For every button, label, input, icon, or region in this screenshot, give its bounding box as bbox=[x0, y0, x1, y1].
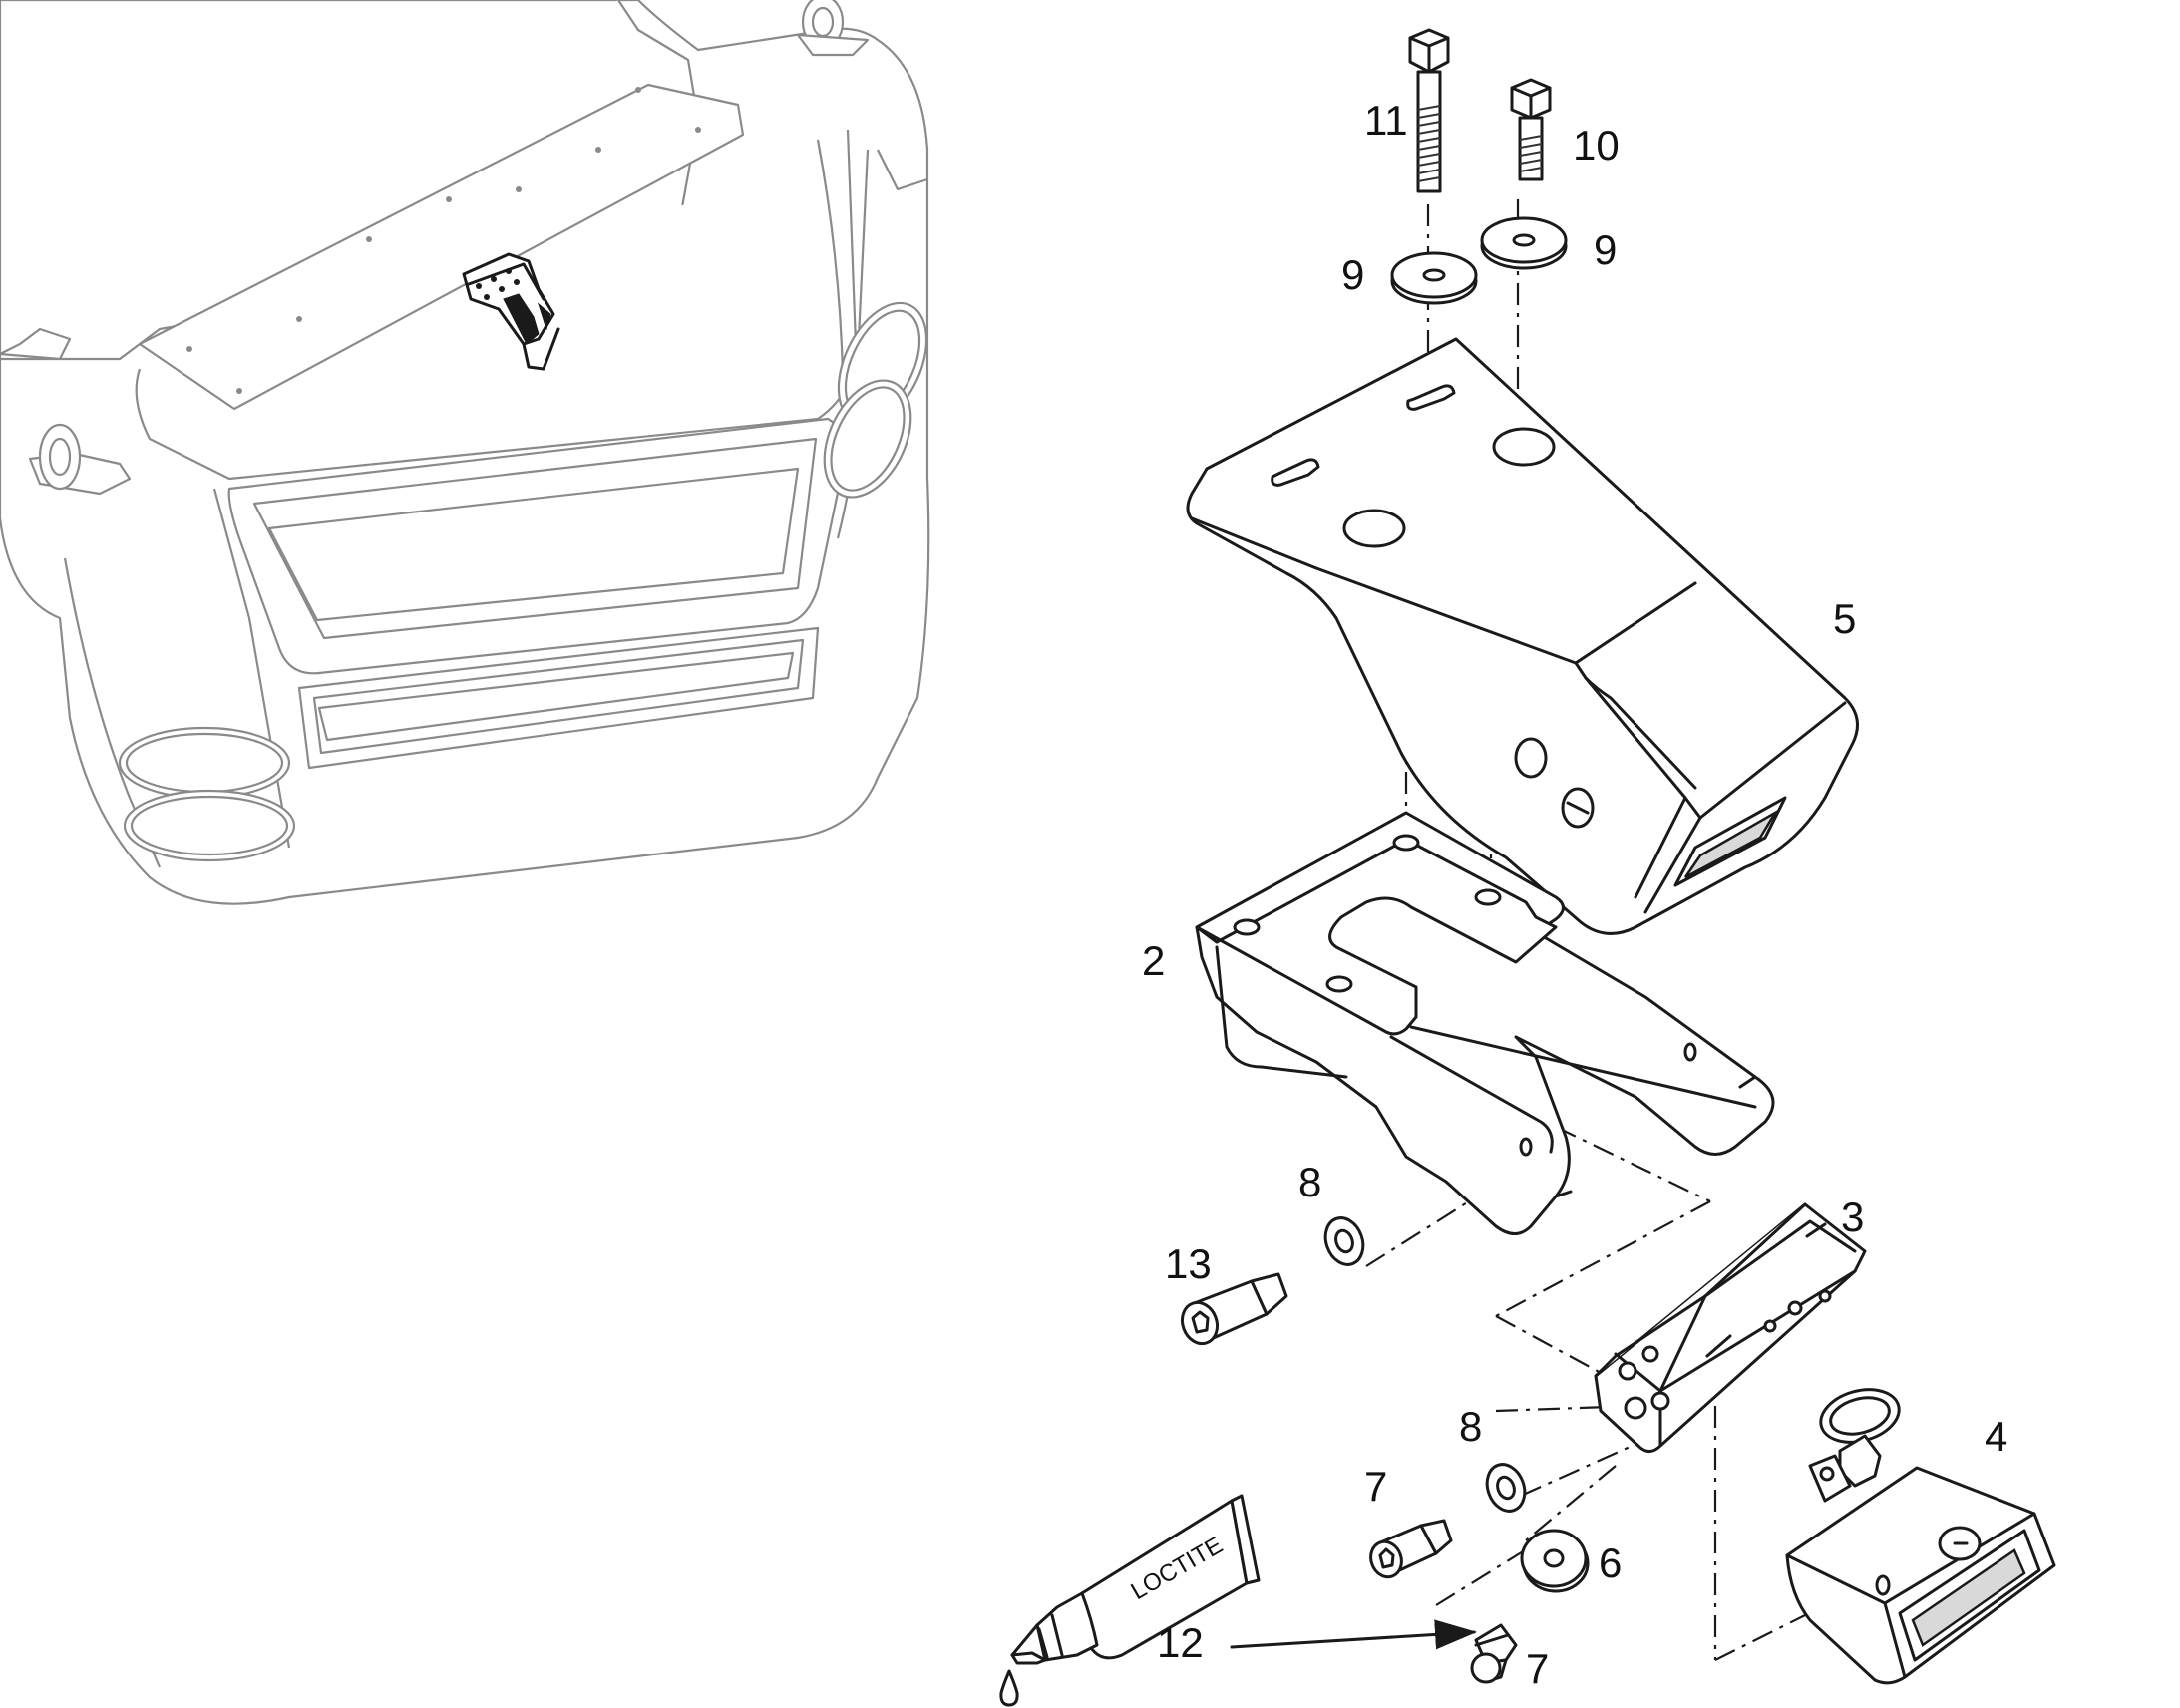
loctite-tube-12: LOCTITE bbox=[999, 1494, 1261, 1707]
droplet-icon bbox=[999, 1669, 1019, 1707]
mount-block-3 bbox=[1594, 1202, 1867, 1453]
washer-6 bbox=[1520, 1529, 1590, 1593]
hood-latch bbox=[462, 252, 560, 371]
washer-9-left bbox=[1390, 251, 1478, 305]
callout-7-upper: 7 bbox=[1364, 1463, 1387, 1510]
callout-12-arrow bbox=[1230, 1619, 1477, 1650]
light-unit-4 bbox=[1785, 1388, 2056, 1685]
washer-8-lower bbox=[1485, 1463, 1527, 1513]
callout-9-right: 9 bbox=[1594, 226, 1617, 273]
callout-8-lower: 8 bbox=[1459, 1403, 1482, 1450]
washer-8-upper bbox=[1323, 1216, 1365, 1266]
callout-8-upper: 8 bbox=[1298, 1159, 1321, 1205]
machine-hood-context bbox=[0, 0, 930, 905]
callout-2: 2 bbox=[1142, 937, 1165, 984]
callout-labels: 11 10 9 9 5 2 3 8 13 4 8 7 6 12 7 bbox=[1142, 97, 2007, 1692]
bracket-5 bbox=[1186, 337, 1859, 935]
callout-9-left: 9 bbox=[1341, 251, 1364, 298]
screw-7-lower bbox=[1470, 1623, 1518, 1684]
callout-3: 3 bbox=[1841, 1194, 1864, 1240]
callout-10: 10 bbox=[1573, 122, 1620, 169]
callout-12: 12 bbox=[1157, 1619, 1204, 1666]
callout-6: 6 bbox=[1599, 1539, 1622, 1586]
cap-screw-13 bbox=[1180, 1272, 1288, 1346]
bolt-11 bbox=[1408, 28, 1450, 193]
callout-7-lower: 7 bbox=[1526, 1645, 1549, 1692]
bracket-2 bbox=[1195, 811, 1775, 1235]
callout-11: 11 bbox=[1364, 97, 1408, 144]
washer-9-right bbox=[1480, 216, 1568, 270]
callout-5: 5 bbox=[1833, 595, 1856, 642]
cap-screw-7-upper bbox=[1369, 1519, 1453, 1579]
callout-13: 13 bbox=[1165, 1240, 1212, 1287]
bolt-10 bbox=[1510, 78, 1552, 181]
callout-4: 4 bbox=[1985, 1413, 2007, 1460]
